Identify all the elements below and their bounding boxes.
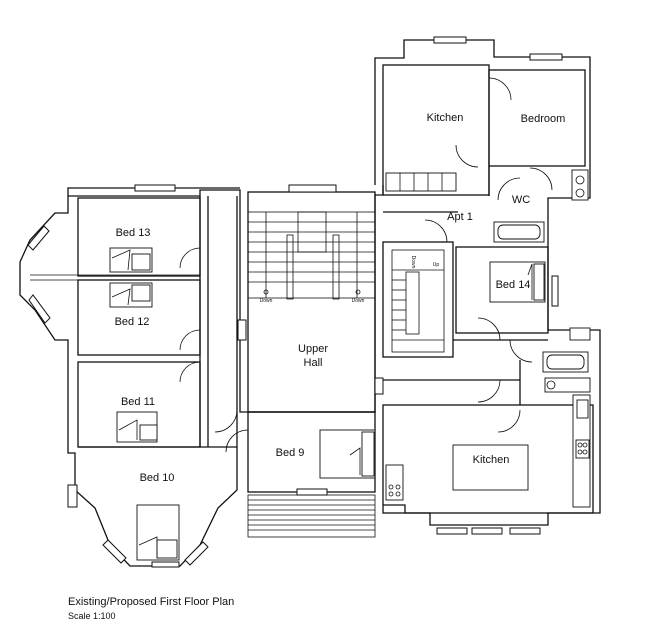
room-label-bedroom: Bedroom: [521, 113, 566, 125]
room-label-upper-hall-line1: Upper: [298, 343, 328, 355]
room-label-kitchen-bottom: Kitchen: [473, 454, 510, 466]
stair-label-up-small: Up: [433, 262, 440, 268]
plan-scale: Scale 1:100: [68, 611, 116, 621]
room-label-bed10: Bed 10: [140, 472, 175, 484]
stair-label-down-small: Down: [410, 256, 416, 269]
bathroom-fixtures: [493, 169, 591, 393]
floor-plan: Kitchen Bedroom WC Apt 1 Bed 13 Bed 12 B…: [19, 36, 601, 568]
beds: [109, 247, 546, 561]
stair-label-down-right: Down: [352, 298, 365, 304]
interior-walls: [30, 64, 594, 514]
apt-staircase: [391, 249, 445, 353]
stair-direction-labels: Down Down Down Up: [260, 256, 440, 304]
room-label-bed13: Bed 13: [116, 227, 151, 239]
room-label-kitchen-top: Kitchen: [427, 112, 464, 124]
room-label-bed12: Bed 12: [115, 316, 150, 328]
room-label-upper-hall-line2: Hall: [304, 357, 323, 369]
room-label-wc: WC: [512, 194, 530, 206]
room-label-bed14: Bed 14: [496, 279, 531, 291]
main-staircase: [247, 211, 376, 300]
terrace-slats: [248, 499, 375, 531]
windows: [27, 36, 563, 568]
plan-title: Existing/Proposed First Floor Plan: [68, 596, 235, 608]
room-labels: Kitchen Bedroom WC Apt 1 Bed 13 Bed 12 B…: [115, 112, 566, 484]
room-label-bed11: Bed 11: [121, 396, 155, 408]
door-swings: [179, 77, 553, 453]
kitchen-top-units: [385, 172, 457, 192]
room-label-apt1: Apt 1: [447, 211, 473, 223]
stair-label-down-left: Down: [260, 298, 273, 304]
room-label-bed9: Bed 9: [276, 447, 305, 459]
kitchen-bottom-units: [385, 394, 591, 508]
